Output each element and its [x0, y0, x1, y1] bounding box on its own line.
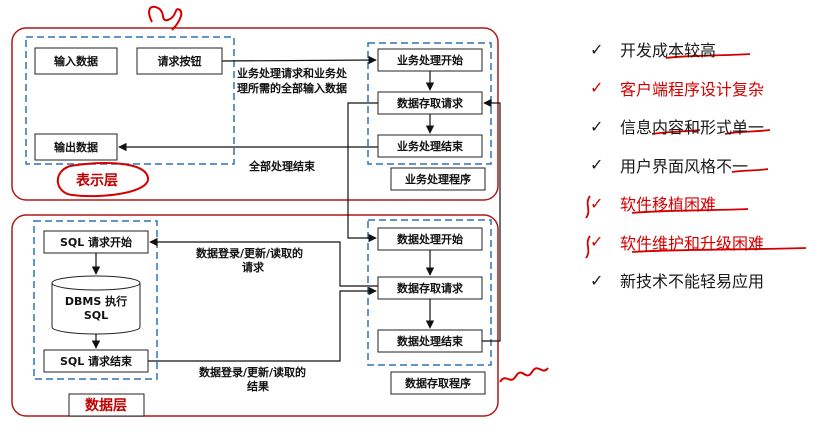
business-program-label: 业务处理程序	[405, 172, 471, 186]
sql-start-label: SQL 请求开始	[60, 235, 132, 249]
business-end-label: 业务处理结束	[397, 139, 464, 153]
list-item: ✓ 用户界面风格不一	[590, 146, 764, 185]
business-program-label-box	[390, 167, 486, 191]
list-item-text: 软件维护和升级困难	[620, 233, 765, 253]
list-item: ✓ 信息内容和形式单一	[590, 107, 764, 146]
business-request-label-line2: 理所需的全部输入数据	[237, 81, 347, 95]
list-item: ✓ 开发成本较高	[590, 30, 764, 69]
list-item: ✓ 新技术不能轻易应用	[590, 261, 764, 300]
check-icon: ✓	[590, 232, 604, 252]
sql-end-label: SQL 请求结束	[60, 354, 133, 368]
dbms-label-line2: SQL	[84, 309, 108, 322]
request-button-label: 请求按钮	[158, 54, 202, 68]
list-item: ✓ 软件维护和升级困难	[590, 223, 764, 262]
list-item: ✓ 客户端程序设计复杂	[590, 69, 764, 108]
list-item-text: 信息内容和形式单一	[620, 118, 765, 138]
client-dashed-area	[25, 36, 235, 165]
disadvantages-list: ✓ 开发成本较高 ✓ 客户端程序设计复杂 ✓ 信息内容和形式单一 ✓ 用户界面风格不一 ✓ 软件移…	[590, 30, 764, 300]
list-item-text: 用户界面风格不一	[620, 156, 749, 176]
business-start-label: 业务处理开始	[397, 53, 463, 67]
data-access-program-label-box	[390, 371, 486, 395]
business-end-box	[377, 134, 483, 158]
check-icon: ✓	[590, 39, 604, 59]
input-data-label: 输入数据	[54, 54, 98, 68]
list-item: ✓ 软件移植困难	[590, 184, 764, 223]
check-icon: ✓	[590, 155, 604, 175]
data-layer-label: 数据层	[85, 397, 127, 414]
data-end-label: 数据处理结束	[397, 334, 464, 348]
flow-arrows	[91, 55, 501, 362]
check-icon: ✓	[590, 270, 604, 290]
request-button-box	[136, 47, 223, 75]
data-start-label: 数据处理开始	[397, 232, 463, 246]
check-icon: ✓	[590, 116, 604, 136]
all-done-label: 全部处理结束	[248, 159, 316, 173]
data-access-program-label: 数据存取程序	[405, 376, 471, 390]
data-access-program-dashed-area	[367, 219, 492, 366]
business-program-dashed-area	[367, 42, 492, 165]
input-data-box	[34, 47, 118, 75]
dbms-label-line1: DBMS 执行	[65, 294, 127, 308]
data-layer-label-box	[68, 393, 145, 417]
red-circle-annotation	[56, 162, 149, 198]
data-request-label-line1: 数据登录/更新/读取的	[196, 246, 303, 260]
presentation-layer-frame	[11, 27, 499, 201]
check-icon: ✓	[590, 78, 604, 98]
presentation-layer-label: 表示层	[75, 172, 118, 189]
output-data-box	[34, 133, 118, 161]
business-request-label-line1: 业务处理请求和业务处	[237, 66, 348, 80]
output-data-label: 输出数据	[54, 140, 98, 154]
database-dashed-area	[33, 220, 158, 380]
list-item-text: 开发成本较高	[620, 41, 717, 61]
data-request-label-line2: 请求	[242, 260, 265, 274]
data-result-label-line2: 结果	[246, 379, 269, 393]
dbms-cylinder	[51, 275, 141, 335]
list-item-text: 软件移植困难	[620, 195, 717, 215]
data-result-label-line1: 数据登录/更新/读取的	[199, 365, 306, 379]
red-scribble-top	[148, 5, 183, 31]
check-icon: ✓	[590, 193, 604, 213]
data-layer-frame	[11, 214, 499, 417]
list-item-text: 新技术不能轻易应用	[620, 272, 765, 292]
business-data-request-label: 数据存取请求	[397, 96, 464, 110]
list-item-text: 客户端程序设计复杂	[620, 79, 765, 99]
data-access-request-label: 数据存取请求	[397, 281, 464, 295]
red-scribble-right	[499, 367, 549, 383]
list-underline-annotations	[585, 53, 807, 259]
